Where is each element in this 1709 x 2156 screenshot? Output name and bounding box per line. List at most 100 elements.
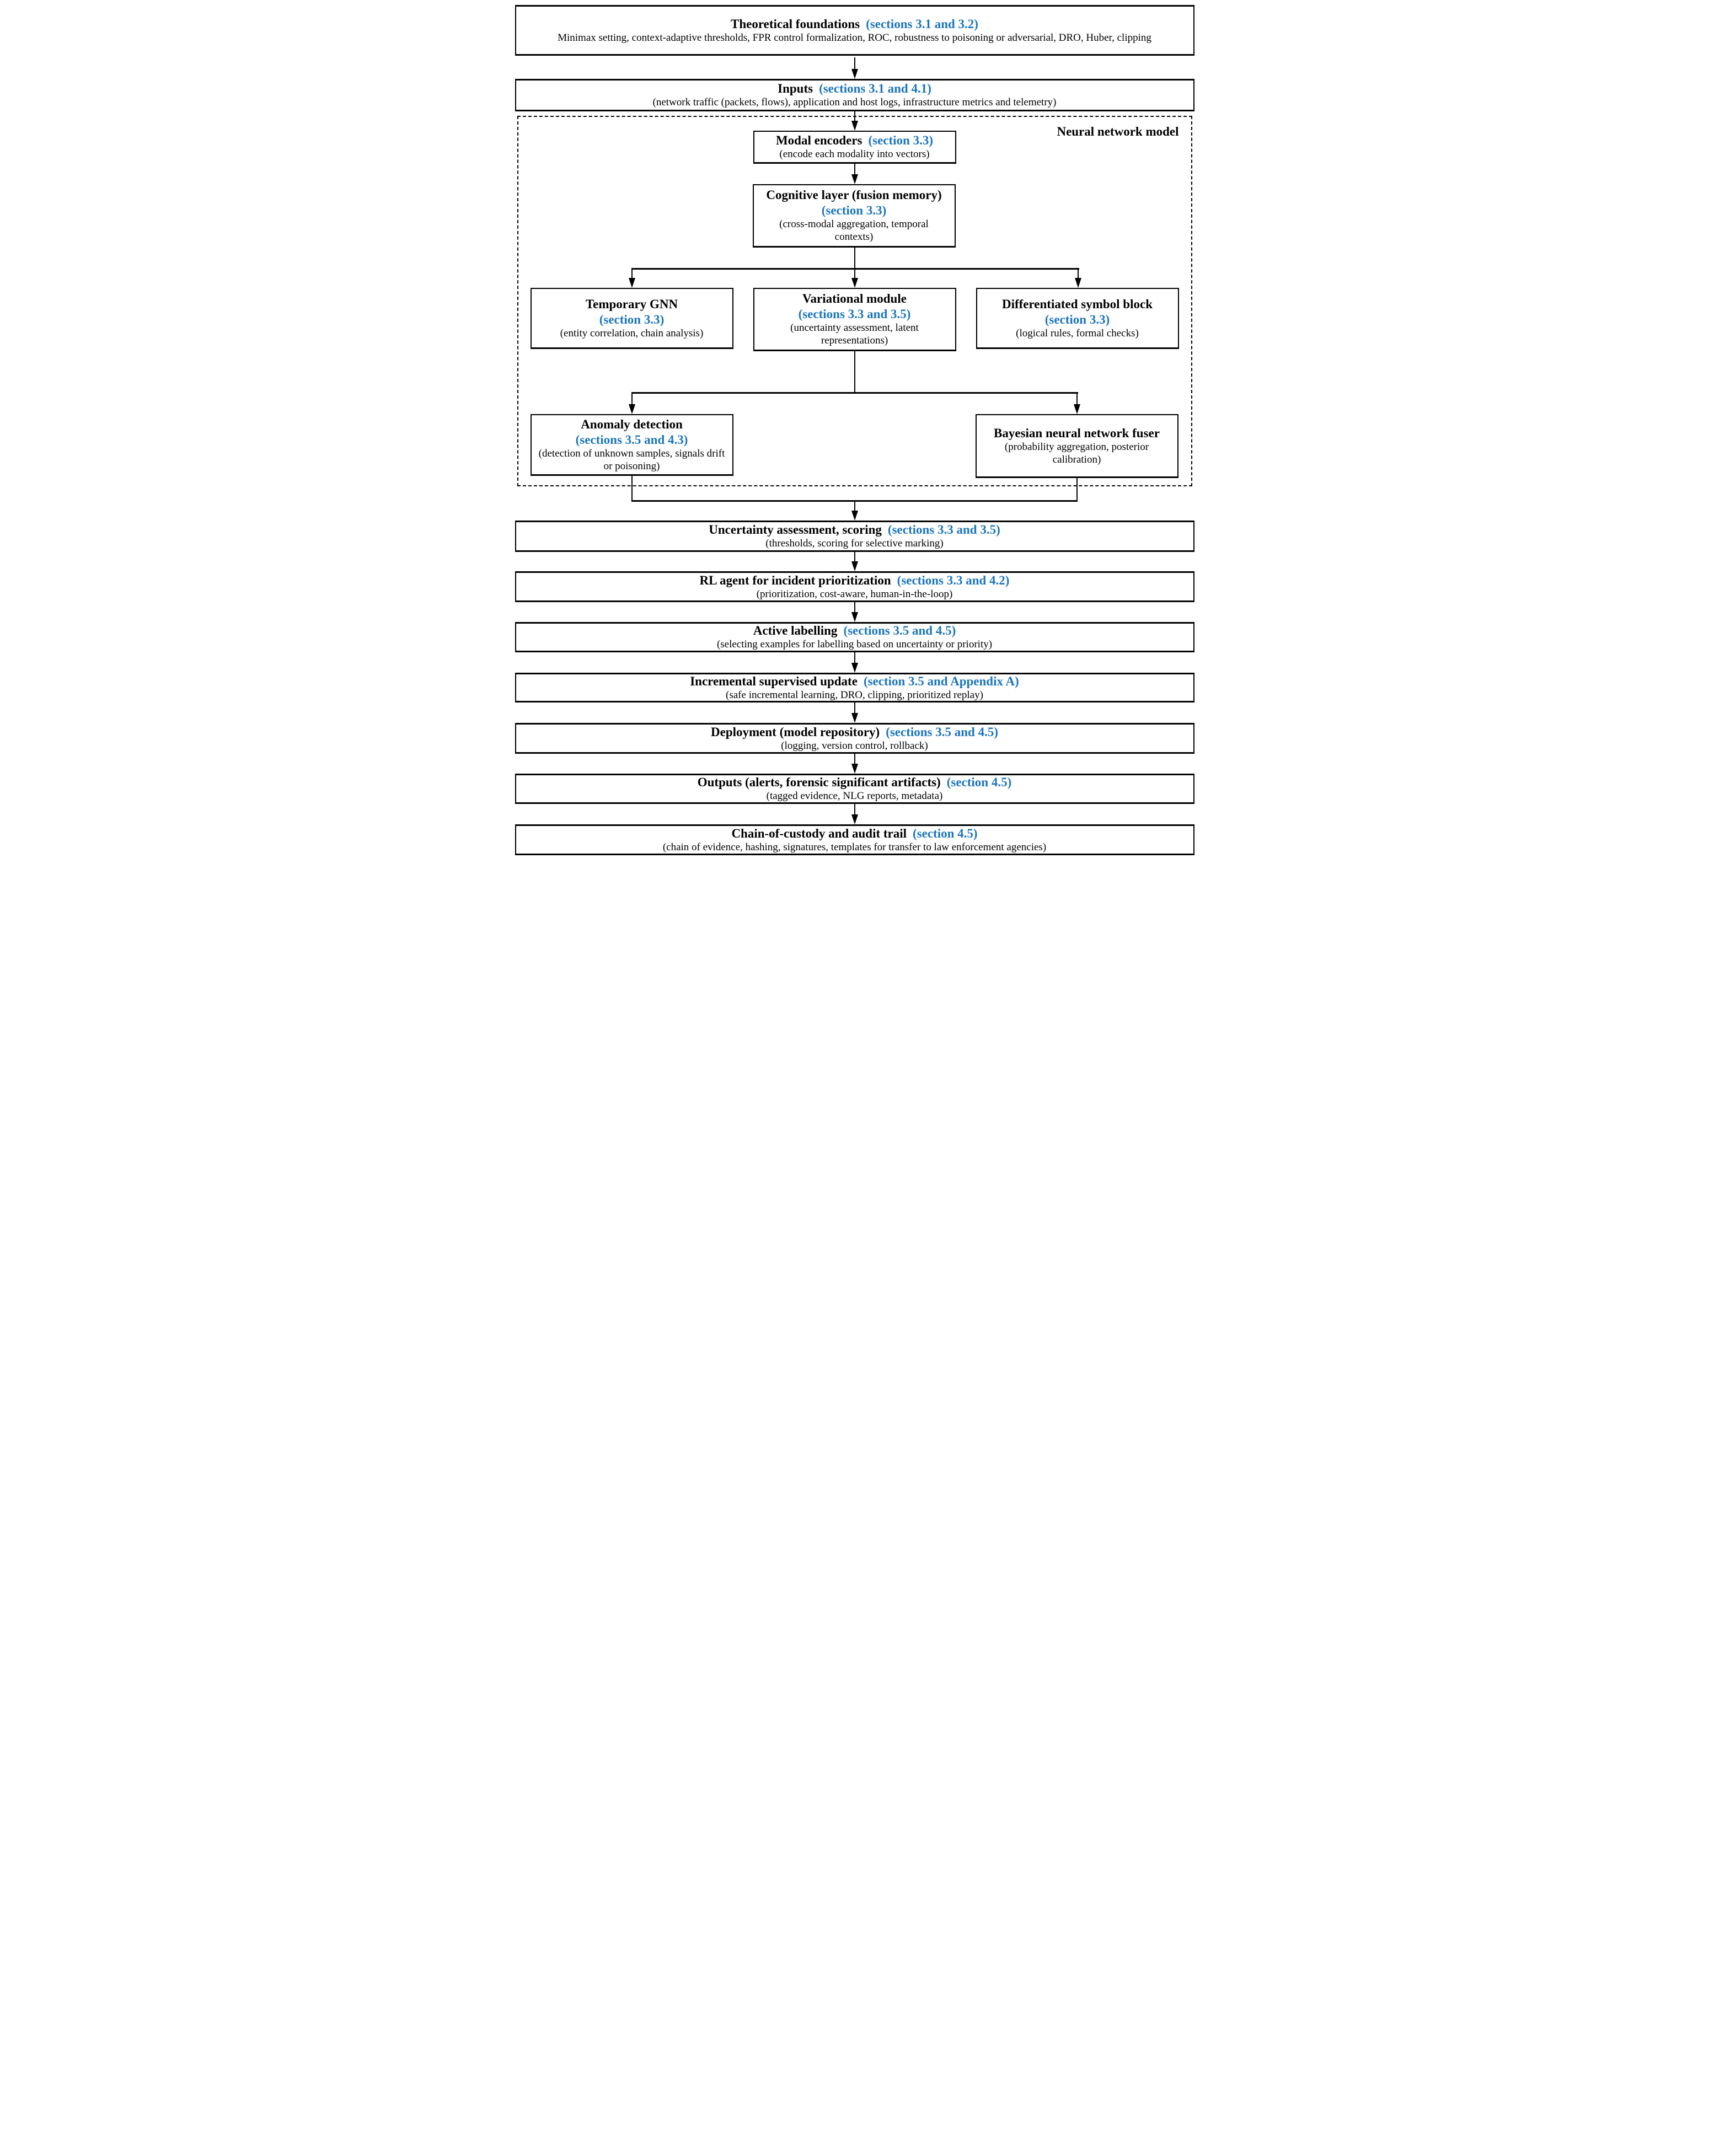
node-title: RL agent for incident prioritization: [699, 573, 891, 587]
arrowhead-down-icon: [851, 174, 858, 184]
section-reference: (sections 3.1 and 4.1): [819, 82, 931, 96]
section-reference: (section 3.3): [868, 133, 934, 148]
node-title: Inputs: [778, 82, 813, 96]
neural-network-model-label: Neural network model: [1057, 125, 1179, 138]
arrowhead-down-icon: [1073, 404, 1080, 414]
section-reference: (section 3.3): [599, 312, 665, 326]
arrowhead-down-icon: [851, 278, 858, 288]
node-title-line: RL agent for incident prioritization (se…: [522, 573, 1188, 588]
connector-line: [854, 702, 855, 713]
connector-line: [854, 270, 855, 278]
connector-line: [854, 754, 855, 764]
node-modal-encoders: Modal encoders (section 3.3) (encode eac…: [753, 131, 956, 164]
node-title: Chain-of-custody and audit trail: [731, 826, 907, 840]
node-subtitle: (network traffic (packets, flows), appli…: [652, 96, 1057, 109]
node-chain-of-custody: Chain-of-custody and audit trail (sectio…: [515, 824, 1194, 855]
node-title: Temporary GNN: [585, 297, 678, 311]
section-reference: (sections 3.5 and 4.5): [843, 624, 956, 638]
node-subtitle: (detection of unknown samples, signals d…: [538, 447, 725, 472]
node-subtitle: (entity correlation, chain analysis): [560, 327, 704, 339]
connector-merge-line: [631, 500, 1078, 502]
node-rl-agent: RL agent for incident prioritization (se…: [515, 571, 1194, 602]
node-bayesian-fuser: Bayesian neural network fuser (probabili…: [975, 414, 1178, 478]
node-subtitle: (uncertainty assessment, latent represen…: [790, 322, 919, 347]
connector-line: [854, 652, 855, 663]
node-title: Differentiated symbol block: [1001, 297, 1153, 311]
node-subtitle: (prioritization, cost-aware, human-in-th…: [756, 588, 953, 600]
node-subtitle: Minimax setting, context-adaptive thresh…: [558, 31, 1151, 44]
node-differentiated-symbol-block: Differentiated symbol block (section 3.3…: [976, 288, 1179, 349]
connector-line: [854, 111, 855, 121]
node-title: Deployment (model repository): [711, 725, 880, 739]
connector-line: [1077, 270, 1079, 278]
connector-line: [1076, 478, 1078, 502]
arrowhead-down-icon: [851, 121, 858, 131]
connector-line: [854, 164, 855, 175]
arrowhead-down-icon: [851, 663, 858, 673]
node-deployment: Deployment (model repository) (sections …: [515, 723, 1194, 754]
node-theoretical-foundations: Theoretical foundations (sections 3.1 an…: [515, 5, 1194, 56]
node-title-line: Active labelling (sections 3.5 and 4.5): [522, 623, 1188, 639]
section-reference: (section 4.5): [913, 826, 978, 840]
node-title-line: Outputs (alerts, forensic significant ar…: [522, 775, 1188, 790]
connector-line: [854, 552, 855, 561]
connector-line: [854, 502, 855, 511]
connector-line: [854, 248, 855, 268]
section-reference: (sections 3.3 and 3.5): [798, 307, 911, 321]
connector-line: [854, 602, 855, 612]
arrowhead-down-icon: [851, 612, 858, 622]
node-anomaly-detection: Anomaly detection (sections 3.5 and 4.3)…: [530, 414, 733, 476]
flowchart-canvas: Neural network model Theoretical foundat…: [512, 0, 1197, 862]
connector-line: [854, 804, 855, 814]
node-subtitle: (tagged evidence, NLG reports, metadata): [766, 790, 943, 802]
node-subtitle: (probability aggregation, posterior cali…: [1004, 441, 1149, 465]
node-title: Bayesian neural network fuser: [994, 426, 1160, 440]
node-active-labelling: Active labelling (sections 3.5 and 4.5) …: [515, 622, 1194, 652]
section-reference: (section 3.3): [1044, 312, 1110, 326]
arrowhead-down-icon: [851, 713, 858, 723]
node-title-line: Theoretical foundations (sections 3.1 an…: [522, 17, 1188, 32]
node-inputs: Inputs (sections 3.1 and 4.1) (network t…: [515, 79, 1194, 111]
connector-branch-line: [631, 392, 1078, 394]
arrowhead-down-icon: [851, 814, 858, 824]
node-title-line: Inputs (sections 3.1 and 4.1): [522, 81, 1188, 96]
node-title-line: Uncertainty assessment, scoring (section…: [522, 522, 1188, 538]
node-title: Anomaly detection: [581, 417, 683, 431]
node-subtitle: (selecting examples for labelling based …: [716, 639, 993, 651]
section-reference: (sections 3.5 and 4.3): [575, 432, 688, 447]
section-reference: (sections 3.5 and 4.5): [886, 725, 998, 739]
node-variational-module: Variational module (sections 3.3 and 3.5…: [753, 288, 956, 351]
section-reference: (section 4.5): [946, 775, 1012, 790]
node-subtitle: (logging, version control, rollback): [781, 739, 928, 752]
node-uncertainty-scoring: Uncertainty assessment, scoring (section…: [515, 521, 1194, 552]
node-subtitle: (logical rules, formal checks): [1016, 327, 1139, 339]
node-title: Outputs (alerts, forensic significant ar…: [697, 775, 941, 790]
node-title-line: Modal encoders (section 3.3): [760, 133, 950, 148]
node-title-line: Chain-of-custody and audit trail (sectio…: [522, 826, 1188, 841]
node-cognitive-layer: Cognitive layer (fusion memory) (section…: [752, 184, 956, 248]
connector-line: [1076, 394, 1078, 404]
node-subtitle: (safe incremental learning, DRO, clippin…: [726, 689, 983, 701]
connector-line: [631, 476, 633, 502]
node-title: Active labelling: [753, 624, 838, 638]
arrowhead-down-icon: [851, 69, 858, 79]
connector-line: [631, 394, 633, 404]
arrowhead-down-icon: [1074, 278, 1081, 288]
section-reference: (section 3.5 and Appendix A): [863, 674, 1019, 688]
section-reference: (sections 3.3 and 4.2): [897, 573, 1010, 587]
node-title: Theoretical foundations: [731, 17, 860, 31]
connector-line: [854, 351, 855, 392]
node-temporary-gnn: Temporary GNN (section 3.3) (entity corr…: [530, 288, 733, 349]
arrowhead-down-icon: [851, 764, 858, 774]
node-title-line: Deployment (model repository) (sections …: [522, 725, 1188, 740]
node-title: Uncertainty assessment, scoring: [709, 523, 882, 537]
node-title: Variational module: [802, 292, 907, 306]
arrowhead-down-icon: [851, 561, 858, 571]
node-outputs: Outputs (alerts, forensic significant ar…: [515, 774, 1194, 804]
node-subtitle: (encode each modality into vectors): [779, 148, 930, 160]
section-reference: (section 3.3): [821, 203, 887, 218]
node-title: Modal encoders: [775, 133, 862, 148]
node-subtitle: (chain of evidence, hashing, signatures,…: [662, 841, 1047, 853]
node-title: Cognitive layer (fusion memory): [766, 188, 942, 202]
node-title-line: Incremental supervised update (section 3…: [522, 674, 1188, 689]
